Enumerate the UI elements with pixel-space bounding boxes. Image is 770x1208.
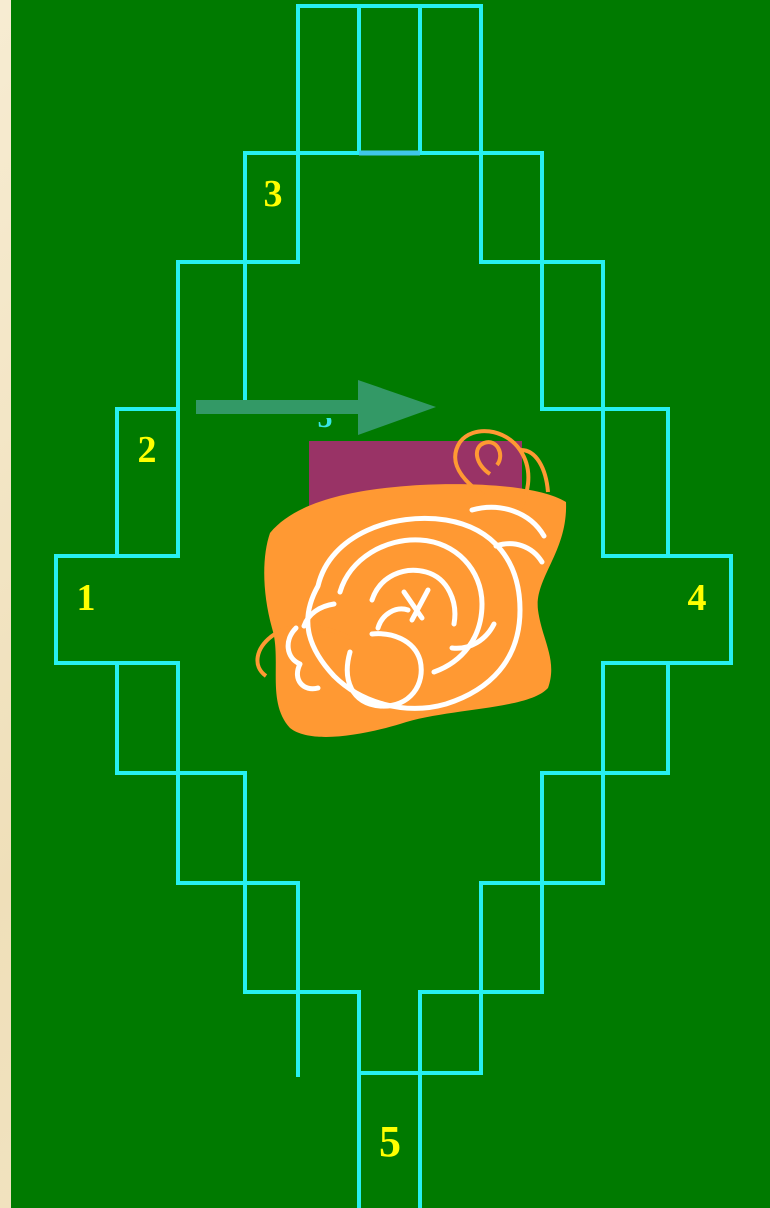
square-label-1: 1 [77, 579, 96, 617]
square-label-4: 4 [688, 579, 707, 617]
square-label-3: 3 [264, 175, 283, 213]
square-label-2: 2 [138, 431, 157, 469]
square-label-5: 5 [379, 1120, 401, 1164]
